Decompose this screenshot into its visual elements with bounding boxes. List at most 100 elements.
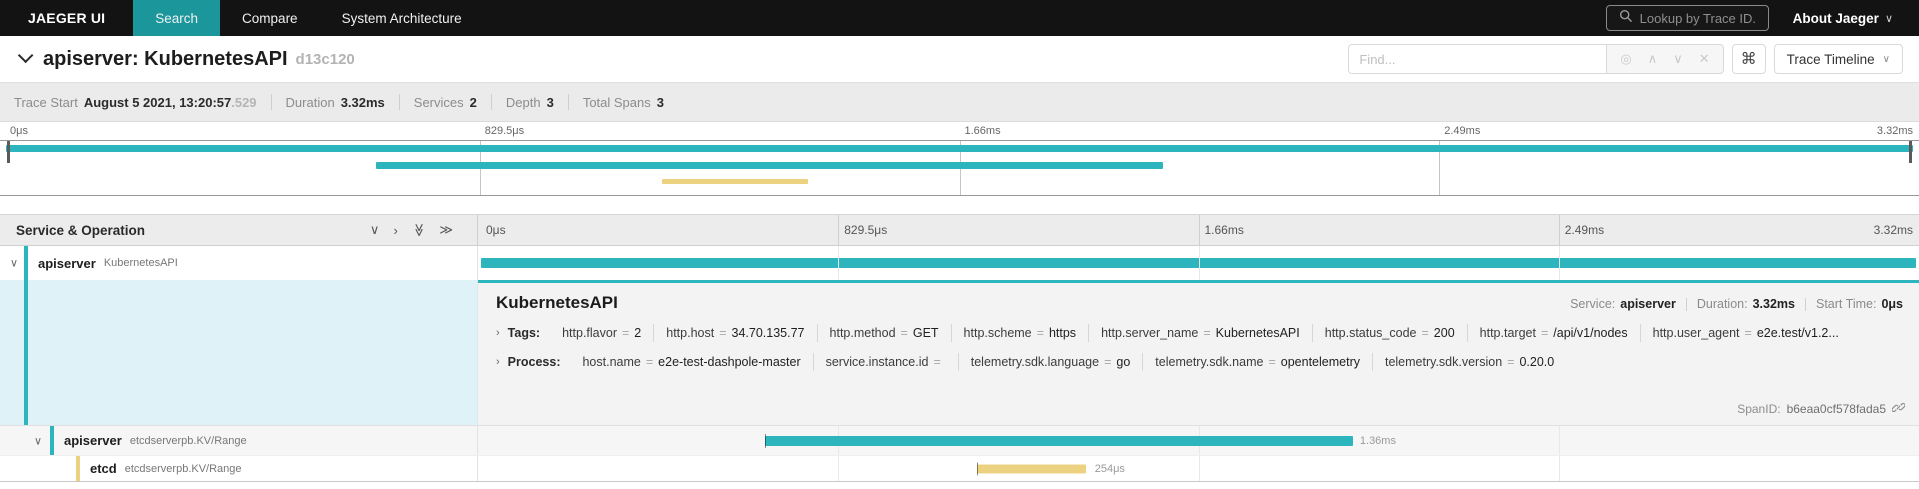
span-table-header: Service & Operation ∨ › ≫ ≫ 0μs 829.5μs … xyxy=(0,214,1919,246)
collapse-all-icon[interactable]: ≫ xyxy=(411,223,427,237)
tag-item: http.scheme=https xyxy=(952,324,1090,342)
span-row-kubernetesapi[interactable]: ∨ apiserver KubernetesAPI xyxy=(0,246,1919,280)
tick-label: 0μs xyxy=(486,223,506,237)
tick-label: 3.32ms xyxy=(1876,125,1913,137)
meta-value: August 5 2021, 13:20:57 xyxy=(83,94,232,110)
collapse-one-icon[interactable]: ∨ xyxy=(369,222,380,237)
collapse-trace-chevron-icon[interactable] xyxy=(17,47,34,63)
gridline xyxy=(1558,426,1560,455)
meta-label: Trace Start xyxy=(14,94,78,110)
separator xyxy=(1685,297,1687,311)
process-list: host.name=e2e-test-dashpole-master servi… xyxy=(570,353,1566,371)
span-id-value: b6eaa0cf578fada5 xyxy=(1786,402,1886,416)
meta-services: Services 2 xyxy=(385,94,477,110)
duration-value: 3.32ms xyxy=(1752,297,1795,311)
meta-value: 3 xyxy=(656,94,664,110)
nav-item-system-architecture[interactable]: System Architecture xyxy=(341,10,462,26)
timeline-minimap[interactable] xyxy=(0,140,1919,196)
process-item: host.name=e2e-test-dashpole-master xyxy=(570,353,814,371)
process-accordion[interactable]: › Process: host.name=e2e-test-dashpole-m… xyxy=(496,353,1903,371)
tick-label: 1.66ms xyxy=(964,125,1001,137)
nav-item-compare[interactable]: Compare xyxy=(242,10,298,26)
minimap-left-drag-handle[interactable] xyxy=(7,141,10,163)
span-rows: ∨ apiserver KubernetesAPI KubernetesAPI … xyxy=(0,246,1919,489)
span-row-apiserver-kv-range[interactable]: ∨ apiserver etcdserverpb.KV/Range 1.36ms xyxy=(0,425,1919,455)
tick-label: 2.49ms xyxy=(1564,223,1605,237)
clear-find-icon[interactable]: ✕ xyxy=(1698,51,1710,66)
process-item: telemetry.sdk.language=go xyxy=(959,353,1144,371)
operation-name: KubernetesAPI xyxy=(103,257,178,269)
meta-label: Duration xyxy=(285,94,335,110)
process-item: service.instance.id= xyxy=(814,353,959,371)
focus-match-icon[interactable]: ◎ xyxy=(1620,51,1632,66)
service-name: apiserver xyxy=(38,255,96,271)
find-group: ◎ ∧ ∨ ✕ xyxy=(1348,44,1724,74)
minimap-span-bar xyxy=(376,162,1163,169)
service-name: etcd xyxy=(90,461,117,476)
tags-label: Tags: xyxy=(507,326,541,340)
span-duration-bar[interactable] xyxy=(976,462,1087,475)
app-logo[interactable]: JAEGER UI xyxy=(28,10,106,26)
minimap-gridline xyxy=(1439,141,1441,195)
collapse-children-icon[interactable]: ∨ xyxy=(10,257,19,270)
service-value: apiserver xyxy=(1620,297,1676,311)
meta-duration: Duration 3.32ms xyxy=(257,94,385,110)
meta-label: Total Spans xyxy=(582,94,651,110)
span-duration-label: 254μs xyxy=(1094,462,1125,475)
about-jaeger-label: About Jaeger xyxy=(1792,10,1879,26)
tick-label: 2.49ms xyxy=(1444,125,1481,137)
tick-label: 829.5μs xyxy=(844,223,888,237)
tag-item: http.method=GET xyxy=(818,324,952,342)
about-jaeger-menu[interactable]: About Jaeger ∨ xyxy=(1783,0,1919,36)
next-match-icon[interactable]: ∨ xyxy=(1673,51,1683,66)
trace-title: apiserver: KubernetesAPI xyxy=(43,47,288,70)
service-color-accent xyxy=(50,426,54,455)
meta-label: Services xyxy=(413,94,464,110)
tag-item: http.flavor=2 xyxy=(550,324,655,342)
bar-edge-tick xyxy=(976,462,978,475)
service-color-accent xyxy=(76,456,80,481)
expand-all-icon[interactable]: ≫ xyxy=(439,222,453,237)
gridline xyxy=(1558,246,1560,280)
selected-span-name-column[interactable] xyxy=(0,280,478,425)
nav-item-search[interactable]: Search xyxy=(133,0,221,36)
prev-match-icon[interactable]: ∧ xyxy=(1647,51,1658,66)
start-time-label: Start Time: xyxy=(1816,297,1877,311)
collapse-children-icon[interactable]: ∨ xyxy=(34,435,43,447)
span-id-label: SpanID: xyxy=(1737,402,1781,416)
keyboard-shortcuts-button[interactable]: ⌘ xyxy=(1731,44,1766,74)
span-duration-bar[interactable] xyxy=(764,433,1353,448)
meta-depth: Depth 3 xyxy=(477,94,554,110)
tag-item: http.target=/api/v1/nodes xyxy=(1468,324,1641,342)
trace-id-search[interactable] xyxy=(1605,5,1769,31)
span-row-etcd-kv-range[interactable]: etcd etcdserverpb.KV/Range 254μs xyxy=(0,455,1919,481)
gridline xyxy=(838,456,840,481)
process-label: Process: xyxy=(507,355,561,369)
chevron-down-icon: ∨ xyxy=(1884,12,1893,25)
span-duration-bar[interactable] xyxy=(480,258,1917,268)
tags-accordion[interactable]: › Tags: http.flavor=2 http.host=34.70.13… xyxy=(496,324,1903,342)
gridline xyxy=(1558,456,1560,481)
trace-titlebar: apiserver: KubernetesAPI d13c120 ◎ ∧ ∨ ✕… xyxy=(0,36,1919,82)
search-icon xyxy=(1619,9,1633,28)
trace-view-selector[interactable]: Trace Timeline ∨ xyxy=(1773,44,1903,74)
find-input[interactable] xyxy=(1348,44,1607,74)
gridline xyxy=(838,246,840,280)
service-color-accent xyxy=(24,246,28,280)
trace-id-short: d13c120 xyxy=(295,50,355,68)
process-item: telemetry.sdk.name=opentelemetry xyxy=(1143,353,1373,371)
link-icon[interactable] xyxy=(1891,401,1906,417)
column-separator xyxy=(1558,215,1560,245)
top-nav: JAEGER UI Search Compare System Architec… xyxy=(0,0,1919,36)
service-color-accent xyxy=(24,280,28,425)
gridline xyxy=(1198,456,1200,481)
minimap-right-drag-handle[interactable] xyxy=(1909,141,1912,163)
trace-id-search-input[interactable] xyxy=(1639,10,1756,26)
service-operation-header: Service & Operation xyxy=(16,222,146,238)
meta-total-spans: Total Spans 3 xyxy=(554,94,664,110)
minimap-tick-labels: 0μs 829.5μs 1.66ms 2.49ms 3.32ms xyxy=(0,122,1919,140)
tag-item: http.host=34.70.135.77 xyxy=(654,324,818,342)
expand-one-icon[interactable]: › xyxy=(393,222,398,238)
tag-item: http.status_code=200 xyxy=(1313,324,1468,342)
meta-value: 3.32ms xyxy=(340,94,385,110)
